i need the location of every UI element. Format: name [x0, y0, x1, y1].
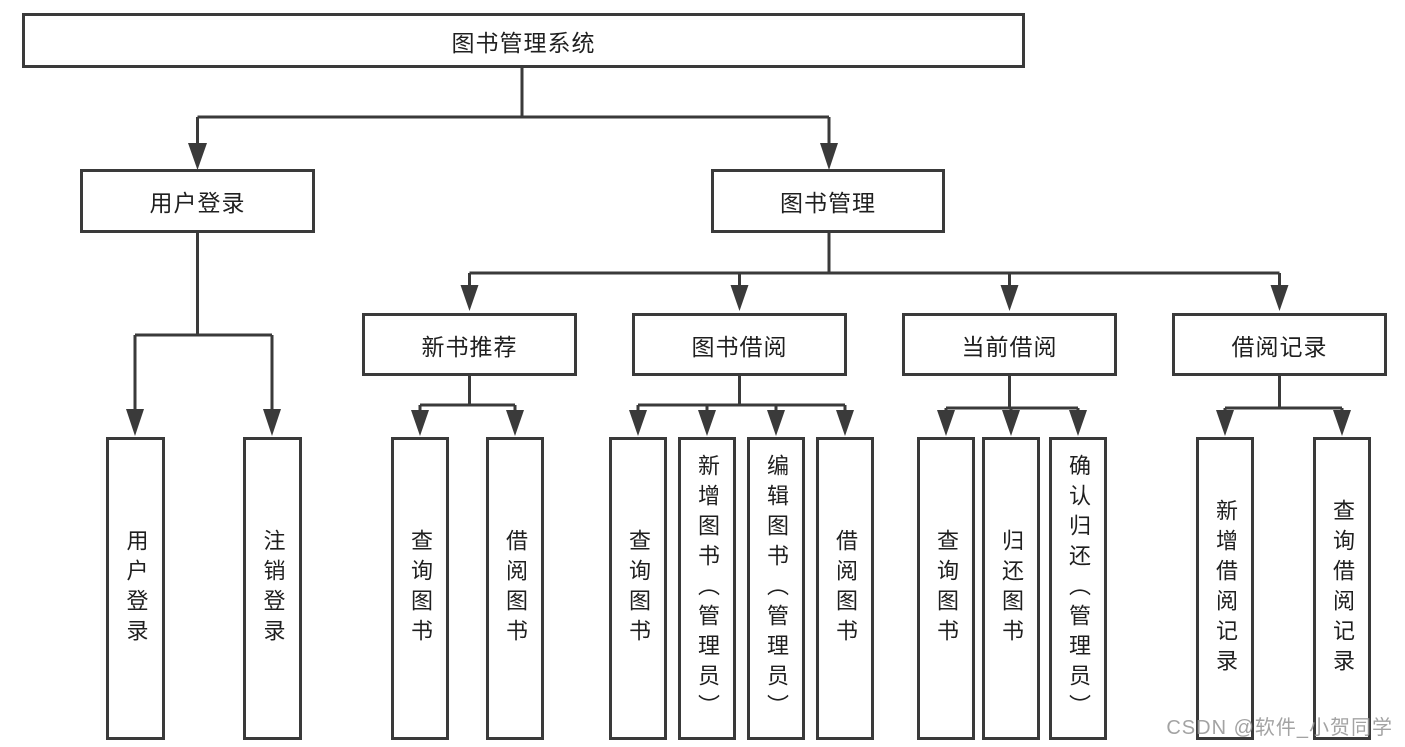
node-current-borrowing: 当前借阅: [902, 313, 1117, 376]
leaf-user-login: 用户登录: [106, 437, 165, 740]
node-user-login: 用户登录: [80, 169, 315, 233]
node-book-management: 图书管理: [711, 169, 945, 233]
arrowheads: [126, 143, 1351, 436]
leaf-borrowing-edit-books-admin: 编辑图书（管理员）: [747, 437, 805, 740]
leaf-current-query-books: 查询图书: [917, 437, 975, 740]
node-book-borrowing: 图书借阅: [632, 313, 847, 376]
leaf-records-add-borrow-record: 新增借阅记录: [1196, 437, 1254, 740]
leaf-logout: 注销登录: [243, 437, 302, 740]
leaf-newbook-query-books: 查询图书: [391, 437, 449, 740]
node-root-system: 图书管理系统: [22, 13, 1025, 68]
csdn-watermark: CSDN @软件_小贺同学: [1166, 717, 1393, 739]
leaf-borrowing-query-books: 查询图书: [609, 437, 667, 740]
leaf-current-return-books: 归还图书: [982, 437, 1040, 740]
leaf-borrowing-borrow-books: 借阅图书: [816, 437, 874, 740]
leaf-records-query-borrow-record: 查询借阅记录: [1313, 437, 1371, 740]
node-borrow-records: 借阅记录: [1172, 313, 1387, 376]
leaf-newbook-borrow-books: 借阅图书: [486, 437, 544, 740]
leaf-current-confirm-return-admin: 确认归还（管理员）: [1049, 437, 1107, 740]
node-new-book-recommend: 新书推荐: [362, 313, 577, 376]
leaf-borrowing-add-books-admin: 新增图书（管理员）: [678, 437, 736, 740]
